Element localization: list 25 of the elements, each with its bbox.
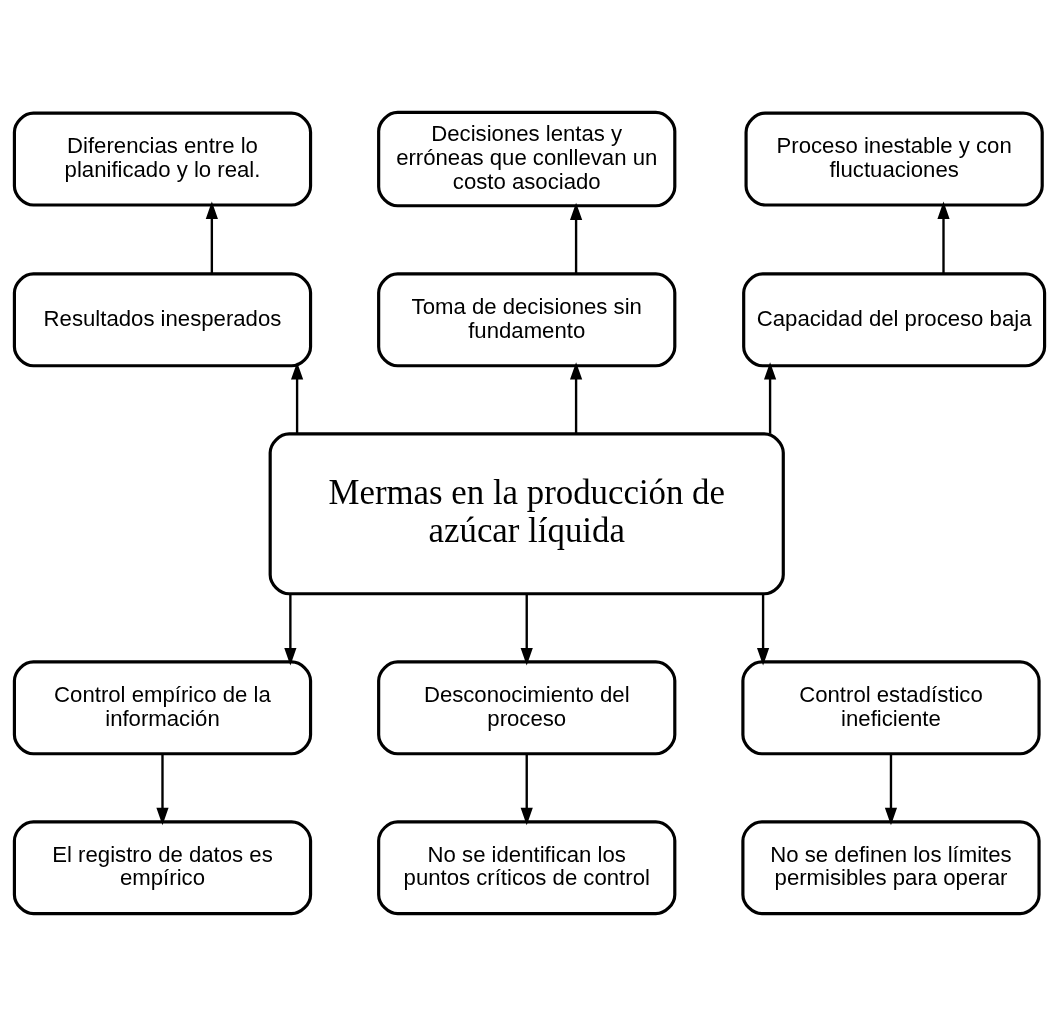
arrow <box>520 593 533 666</box>
node-box: Desconocimiento del proceso <box>377 660 677 756</box>
arrow <box>937 201 950 274</box>
node-box: Control estadístico ineficiente <box>741 660 1041 756</box>
arrow <box>520 754 533 826</box>
arrow <box>757 593 770 666</box>
node-box: Toma de decisiones sin fundamento <box>377 272 677 368</box>
node-box: Proceso inestable y con fluctuaciones <box>744 111 1044 207</box>
node-box: Resultados inesperados <box>12 272 313 368</box>
arrow <box>764 362 777 434</box>
arrow <box>570 202 583 274</box>
arrow <box>291 362 304 434</box>
node-box: Capacidad del proceso baja <box>742 272 1047 368</box>
node-box: No se identifican los puntos críticos de control <box>377 820 677 916</box>
node-box: Decisiones lentas y erróneas que conllevan un costo asociado <box>377 110 677 208</box>
arrow <box>284 593 297 666</box>
arrow <box>205 201 218 274</box>
arrow <box>884 754 898 826</box>
arrow <box>156 754 169 826</box>
arrow <box>570 362 583 434</box>
node-box: El registro de datos es empírico <box>12 820 313 916</box>
node-box: No se definen los límites permisibles para operar <box>741 820 1041 916</box>
node-box: Diferencias entre lo planificado y lo real. <box>12 111 313 207</box>
node-box: Control empírico de la información <box>12 660 313 756</box>
node-box: Mermas en la producción de azúcar líquida <box>268 432 785 596</box>
